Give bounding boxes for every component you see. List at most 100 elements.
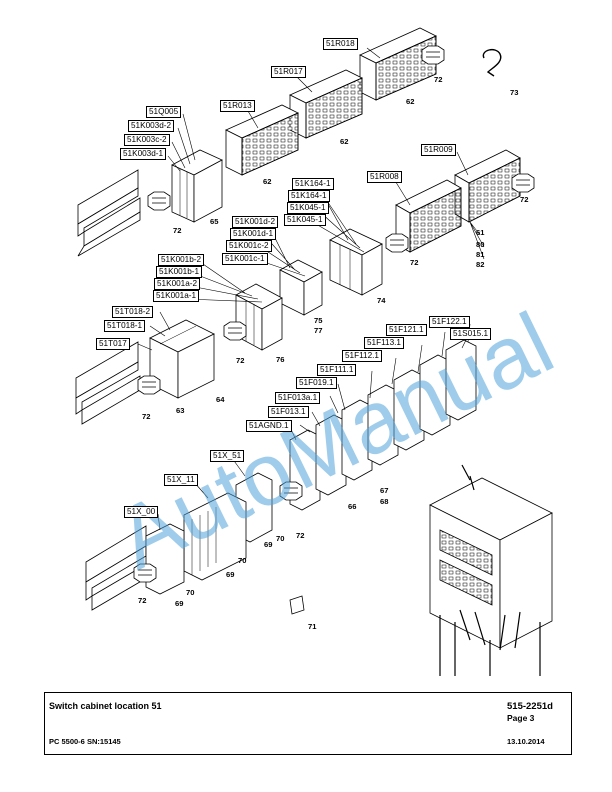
part-label-51s015-1: 51S015.1 bbox=[450, 328, 492, 340]
item-number-80: 80 bbox=[476, 240, 485, 249]
item-number-72: 72 bbox=[296, 531, 305, 540]
part-label-51k164-1: 51K164-1 bbox=[292, 178, 334, 190]
item-number-81: 81 bbox=[476, 250, 485, 259]
part-label-51k001c-1: 51K001c-1 bbox=[222, 253, 268, 265]
din-rail-top bbox=[77, 169, 141, 257]
part-label-51k001c-2: 51K001c-2 bbox=[226, 240, 272, 252]
item-number-62: 62 bbox=[263, 177, 272, 186]
item-number-75: 75 bbox=[314, 316, 323, 325]
part-label-51f013a-1: 51F013a.1 bbox=[275, 392, 321, 404]
part-label-51f112-1: 51F112.1 bbox=[342, 350, 382, 362]
relay-group-51k164 bbox=[329, 228, 383, 296]
part-label-51x-00: 51X_00 bbox=[124, 506, 159, 518]
part-label-51k164-1-b: 51K164-1 bbox=[288, 190, 330, 202]
part-label-51r009: 51R009 bbox=[421, 144, 456, 156]
part-label-51k003d-2: 51K003d-2 bbox=[128, 120, 175, 132]
marker-71 bbox=[289, 595, 305, 615]
part-label-51f019-1: 51F019.1 bbox=[296, 377, 337, 389]
relay-block-51r013 bbox=[225, 104, 299, 176]
part-label-51t018-2: 51T018-2 bbox=[112, 306, 154, 318]
leader-lines bbox=[137, 47, 485, 531]
din-rail-middle bbox=[75, 341, 141, 425]
relay-block-51r017 bbox=[289, 69, 363, 139]
item-number-70: 70 bbox=[238, 556, 247, 565]
item-number-64: 64 bbox=[216, 395, 225, 404]
item-number-77: 77 bbox=[314, 326, 323, 335]
end-clamp-72a bbox=[421, 45, 445, 65]
item-number-73: 73 bbox=[510, 88, 519, 97]
item-number-70: 70 bbox=[186, 588, 195, 597]
part-label-51k003c-2: 51K003c-2 bbox=[124, 134, 170, 146]
part-label-51k001d-1: 51K001d-1 bbox=[230, 228, 277, 240]
part-label-51f111-1: 51F111.1 bbox=[317, 364, 357, 376]
part-label-51agnd-1: 51AGND.1 bbox=[246, 420, 292, 432]
end-clamp-72b bbox=[147, 191, 171, 211]
part-label-51k001b-2: 51K001b-2 bbox=[158, 254, 205, 266]
part-label-51x-51: 51X_51 bbox=[210, 450, 245, 462]
item-number-68: 68 bbox=[380, 497, 389, 506]
end-clamp-72e bbox=[223, 321, 247, 341]
item-number-72: 72 bbox=[142, 412, 151, 421]
end-clamp-72h bbox=[133, 563, 157, 583]
part-label-51f122-1: 51F122.1 bbox=[429, 316, 470, 328]
item-number-72: 72 bbox=[138, 596, 147, 605]
contactor-group-51k003 bbox=[171, 149, 223, 223]
part-label-51f113-1: 51F113.1 bbox=[364, 337, 404, 349]
terminal-block-51x00 bbox=[145, 523, 185, 595]
item-number-72: 72 bbox=[434, 75, 443, 84]
item-number-72: 72 bbox=[236, 356, 245, 365]
item-number-82: 82 bbox=[476, 260, 485, 269]
part-label-51t017: 51T017 bbox=[96, 338, 130, 350]
part-label-51t018-1: 51T018-1 bbox=[104, 320, 146, 332]
item-number-67: 67 bbox=[380, 486, 389, 495]
item-number-63: 63 bbox=[176, 406, 185, 415]
part-label-51k003d-1: 51K003d-1 bbox=[120, 148, 167, 160]
part-label-51k001b-1: 51K001b-1 bbox=[156, 266, 203, 278]
item-number-72: 72 bbox=[173, 226, 182, 235]
part-label-51k001a-1: 51K001a-1 bbox=[153, 290, 200, 302]
cabinet-overview bbox=[429, 464, 553, 676]
relay-group-51k001a bbox=[235, 283, 283, 351]
part-label-51f121-1: 51F121.1 bbox=[386, 324, 427, 336]
part-label-51q005: 51Q005 bbox=[146, 106, 182, 118]
relay-block-51r009 bbox=[454, 149, 521, 223]
item-number-71: 71 bbox=[308, 622, 317, 631]
part-label-51f013-1: 51F013.1 bbox=[268, 406, 309, 418]
item-number-69: 69 bbox=[264, 540, 273, 549]
part-label-51r013: 51R013 bbox=[220, 100, 255, 112]
part-label-51k001d-2: 51K001d-2 bbox=[232, 216, 279, 228]
item-number-69: 69 bbox=[226, 570, 235, 579]
part-label-51r017: 51R017 bbox=[271, 66, 306, 78]
page-number: Page 3 bbox=[507, 713, 535, 723]
machine-serial: PC 5500-6 SN:15145 bbox=[49, 737, 121, 746]
part-label-51r018: 51R018 bbox=[323, 38, 358, 50]
part-label-51k045-1-b: 51K045-1 bbox=[284, 214, 326, 226]
item-number-72: 72 bbox=[520, 195, 529, 204]
item-number-74: 74 bbox=[377, 296, 386, 305]
end-clamp-72c bbox=[511, 173, 535, 193]
item-number-65: 65 bbox=[210, 217, 219, 226]
item-number-62: 62 bbox=[406, 97, 415, 106]
part-label-51k001a-2: 51K001a-2 bbox=[154, 278, 201, 290]
exploded-parts-drawing bbox=[75, 27, 553, 676]
title-block: Switch cabinet location 51 515-2251d Pag… bbox=[44, 692, 572, 755]
item-number-70: 70 bbox=[276, 534, 285, 543]
item-number-76: 76 bbox=[276, 355, 285, 364]
end-clamp-72g bbox=[279, 481, 303, 501]
relay-block-51r018 bbox=[359, 27, 437, 101]
part-label-51r008: 51R008 bbox=[367, 171, 402, 183]
end-clamp-72d bbox=[385, 233, 409, 253]
item-number-61: 61 bbox=[476, 228, 485, 237]
item-number-62: 62 bbox=[340, 137, 349, 146]
item-number-66: 66 bbox=[348, 502, 357, 511]
document-title: Switch cabinet location 51 bbox=[49, 701, 162, 711]
document-date: 13.10.2014 bbox=[507, 737, 545, 746]
part-label-51k045-1: 51K045-1 bbox=[287, 202, 329, 214]
terminal-block-51x11 bbox=[183, 492, 247, 581]
end-clamp-72f bbox=[137, 375, 161, 395]
part-label-51x-11: 51X_11 bbox=[164, 474, 198, 486]
item-number-72: 72 bbox=[410, 258, 419, 267]
document-number: 515-2251d bbox=[507, 701, 553, 712]
relay-group-51k001d bbox=[279, 259, 323, 316]
item-number-69: 69 bbox=[175, 599, 184, 608]
